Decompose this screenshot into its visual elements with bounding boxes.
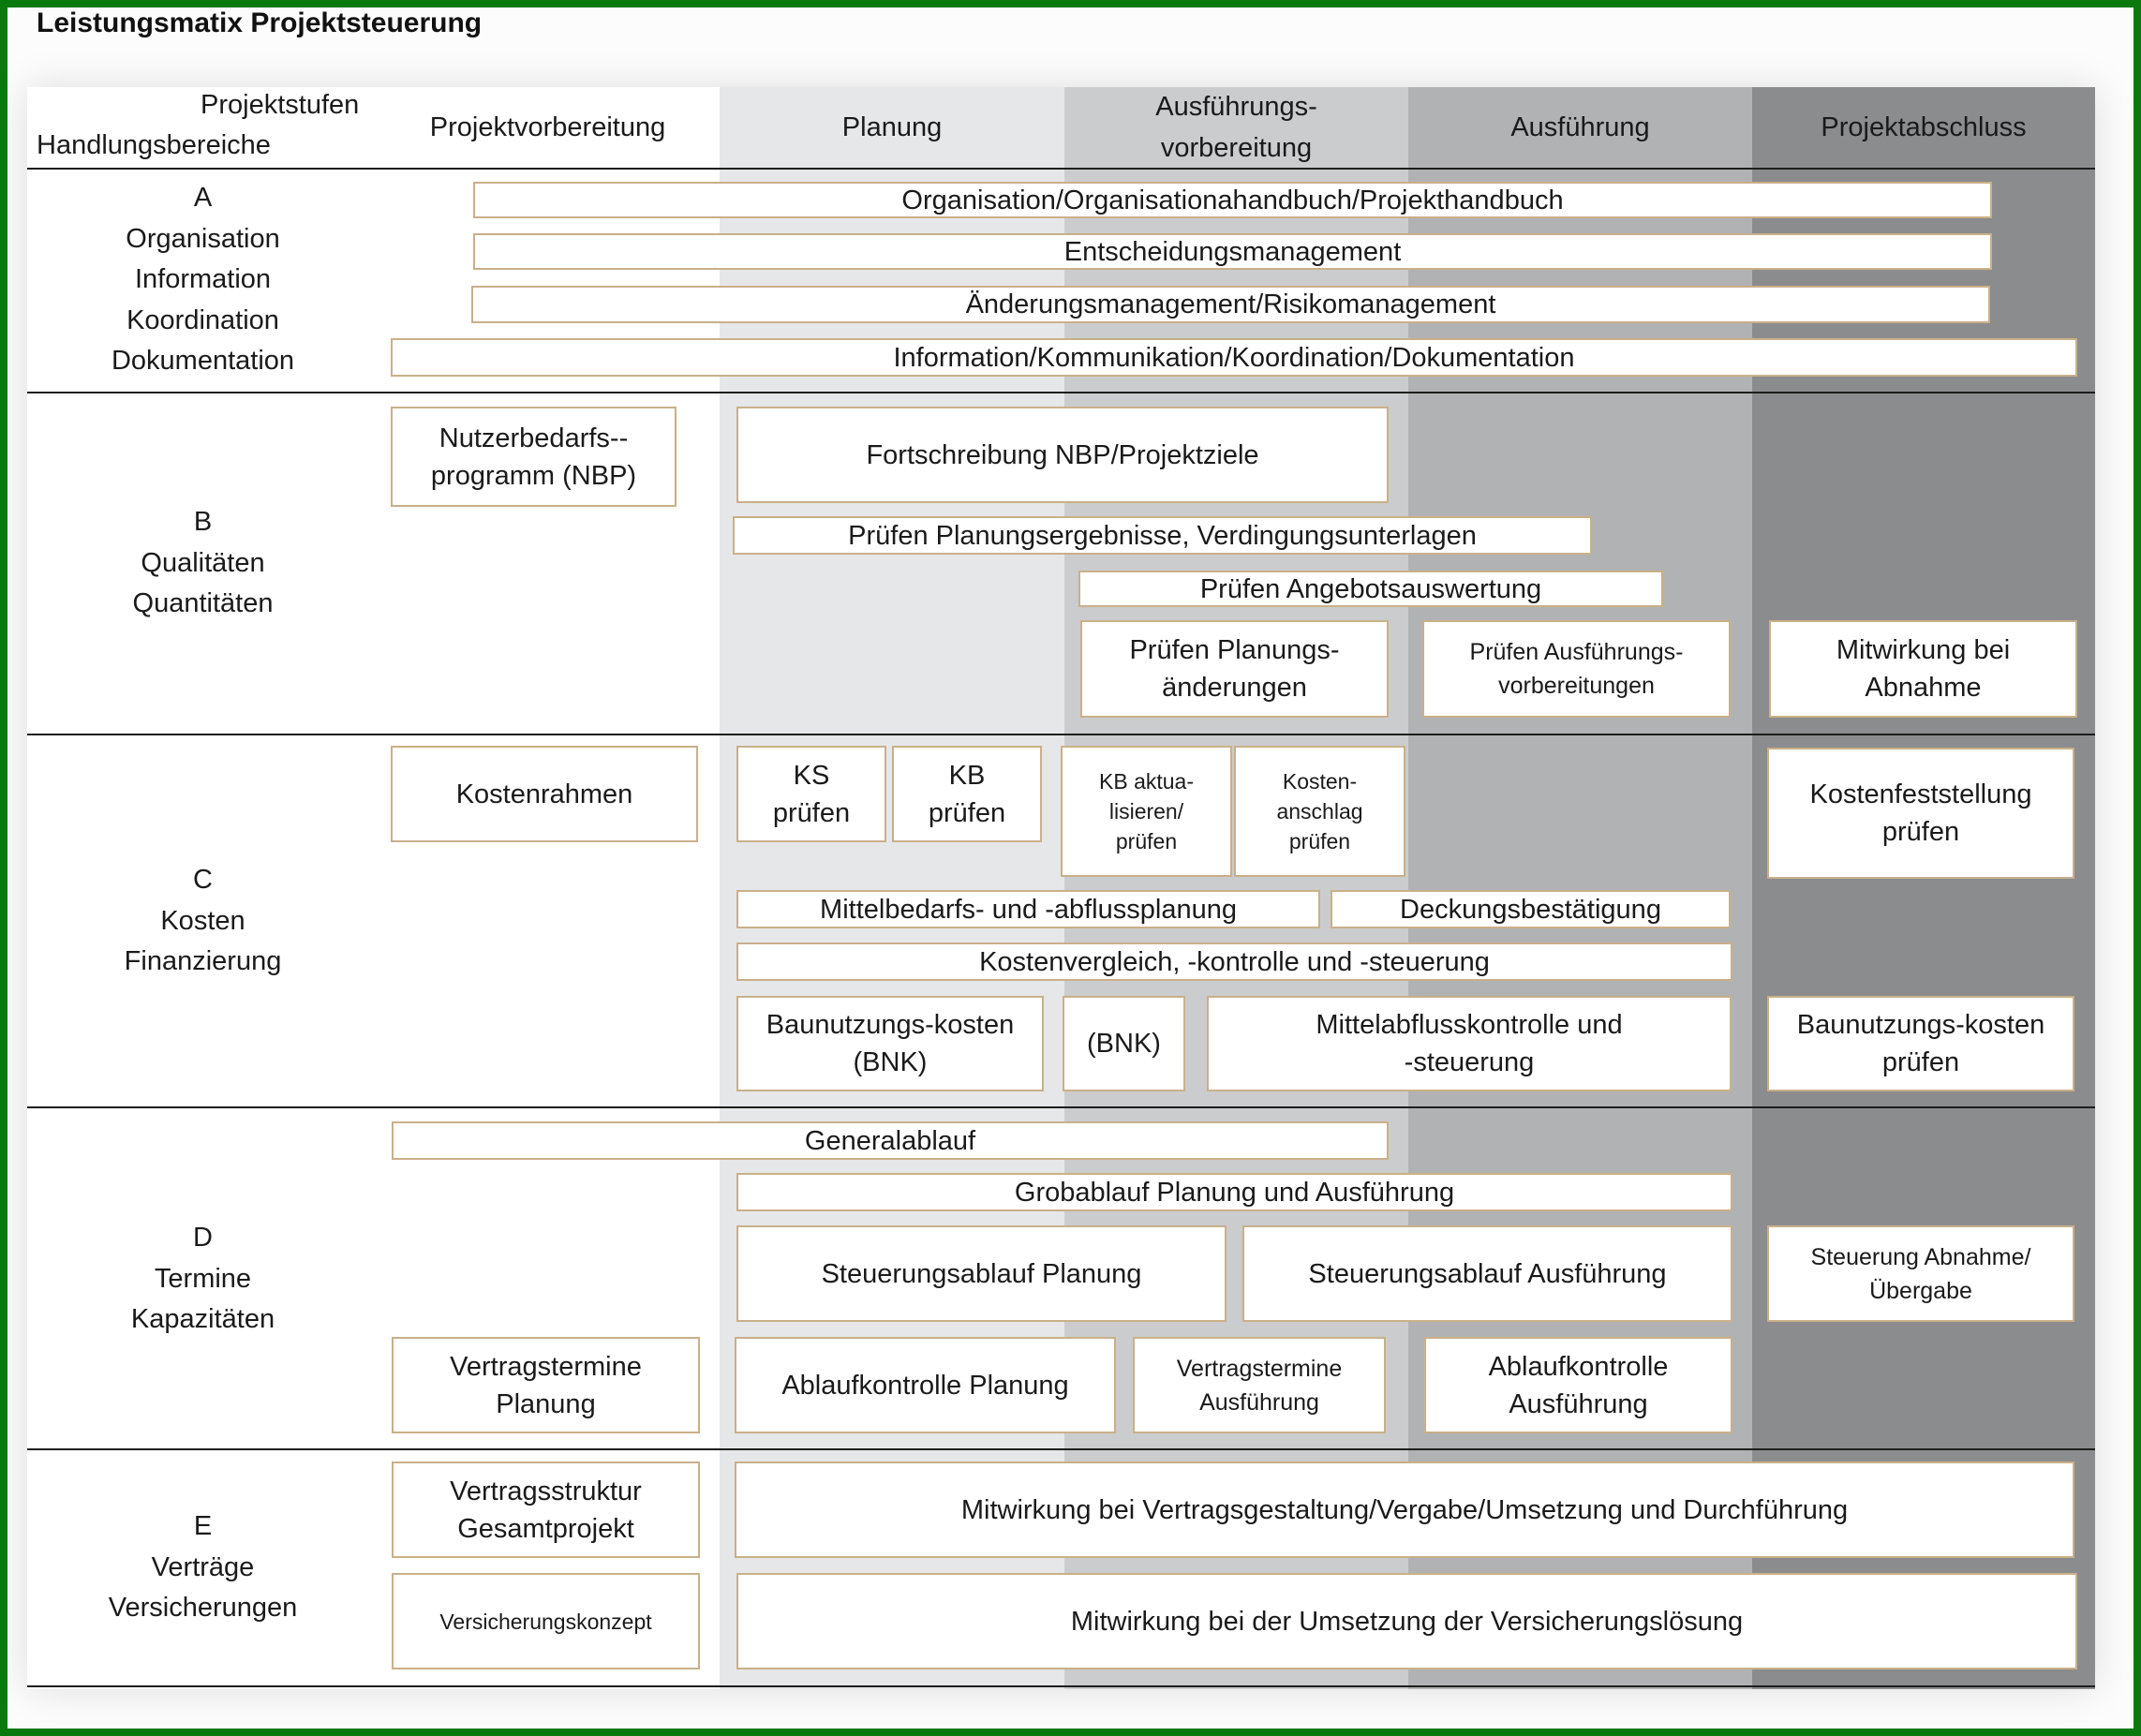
column-header-ausfuehrung: Ausführung [1510,112,1650,142]
task-vertragsstruktur: Vertragsstruktur Gesamtprojekt [392,1462,700,1558]
task-pruefen-ausfuehrungsvorbereitungen: Prüfen Ausführungs- vorbereitungen [1422,620,1731,718]
task-deckungsbestaetigung: Deckungsbestätigung [1331,890,1731,928]
divider-header [27,168,2095,170]
task-kostenvergleich: Kostenvergleich, -kontrolle und -steueru… [736,942,1732,981]
task-entscheidungsmanagement: Entscheidungsmanagement [473,233,1992,270]
row-label-d: D Termine Kapazitäten [130,1223,275,1334]
row-label-a: A Organisation Information Koordination … [111,183,295,376]
task-pruefen-planungsergebnisse: Prüfen Planungsergebnisse, Verdingungsun… [733,516,1592,555]
task-versicherungskonzept: Versicherungskonzept [392,1573,700,1669]
task-baunutzungskosten-pruefen: Baunutzungs-kosten prüfen [1767,996,2074,1091]
task-steuerungsablauf-planung: Steuerungsablauf Planung [736,1225,1227,1322]
task-kb-aktualisieren: KB aktua- lisieren/ prüfen [1061,746,1232,877]
task-fortschreibung-nbp: Fortschreibung NBP/Projektziele [736,407,1389,503]
task-steuerung-abnahme: Steuerung Abnahme/ Übergabe [1767,1225,2074,1322]
task-kostenanschlag-pruefen: Kosten- anschlag prüfen [1234,746,1405,877]
task-mitwirkung-vertragsgestaltung: Mitwirkung bei Vertragsgestaltung/Vergab… [735,1462,2074,1558]
task-vertragstermine-ausfuehrung: Vertragstermine Ausführung [1133,1337,1386,1433]
task-ks-pruefen: KS prüfen [736,746,886,842]
column-header-projektabschluss: Projektabschluss [1821,112,2027,142]
divider-d-e [27,1448,2095,1450]
corner-label-projektstufen: Projektstufen [201,90,360,120]
task-mitwirkung-abnahme: Mitwirkung bei Abnahme [1769,620,2077,718]
task-vertragstermine-planung: Vertragstermine Planung [392,1337,700,1433]
row-label-c: C Kosten Finanzierung [124,865,282,976]
row-label-b: B Qualitäten Quantitäten [132,507,274,618]
task-organisation: Organisation/Organisationahandbuch/Proje… [473,182,1992,218]
task-mitwirkung-versicherungsloesung: Mitwirkung bei der Umsetzung der Versich… [736,1573,2077,1669]
task-information-kommunikation: Information/Kommunikation/Koordination/D… [391,338,2077,377]
task-ablaufkontrolle-planung: Ablaufkontrolle Planung [735,1337,1116,1433]
task-grobablauf: Grobablauf Planung und Ausführung [736,1173,1732,1211]
divider-b-c [27,734,2095,735]
corner-label-handlungsbereiche: Handlungsbereiche [37,130,271,160]
task-pruefen-planungsaenderungen: Prüfen Planungs- änderungen [1080,620,1389,718]
column-bg-labels [27,87,376,1689]
task-kostenrahmen: Kostenrahmen [391,746,698,842]
task-nutzerbedarfsprogramm: Nutzerbedarfs-- programm (NBP) [391,407,676,507]
task-baunutzungskosten: Baunutzungs-kosten (BNK) [736,996,1044,1091]
task-aenderungsmanagement: Änderungsmanagement/Risikomanagement [471,286,1990,323]
column-header-ausfuehrungsvorbereitung: Ausführungs- vorbereitung [1155,92,1317,163]
divider-a-b [27,392,2095,393]
page-title: Leistungsmatix Projektsteuerung [37,7,483,38]
task-kostenfeststellung-pruefen: Kostenfeststellung prüfen [1767,748,2074,879]
column-header-projektvorbereitung: Projektvorbereitung [429,112,666,142]
task-steuerungsablauf-ausfuehrung: Steuerungsablauf Ausführung [1242,1225,1732,1322]
task-ablaufkontrolle-ausfuehrung: Ablaufkontrolle Ausführung [1424,1337,1732,1433]
task-pruefen-angebotsauswertung: Prüfen Angebotsauswertung [1078,571,1663,607]
task-bnk: (BNK) [1063,996,1185,1091]
task-kb-pruefen: KB prüfen [892,746,1042,842]
task-generalablauf: Generalablauf [392,1121,1389,1160]
column-header-planung: Planung [841,112,943,142]
divider-c-d [27,1106,2095,1108]
task-mittelbedarfsplanung: Mittelbedarfs- und -abflussplanung [736,890,1320,928]
task-mittelabflusskontrolle: Mittelabflusskontrolle und -steuerung [1207,996,1732,1091]
row-label-e: E Verträge Versicherungen [108,1511,298,1623]
divider-bottom [27,1685,2095,1687]
